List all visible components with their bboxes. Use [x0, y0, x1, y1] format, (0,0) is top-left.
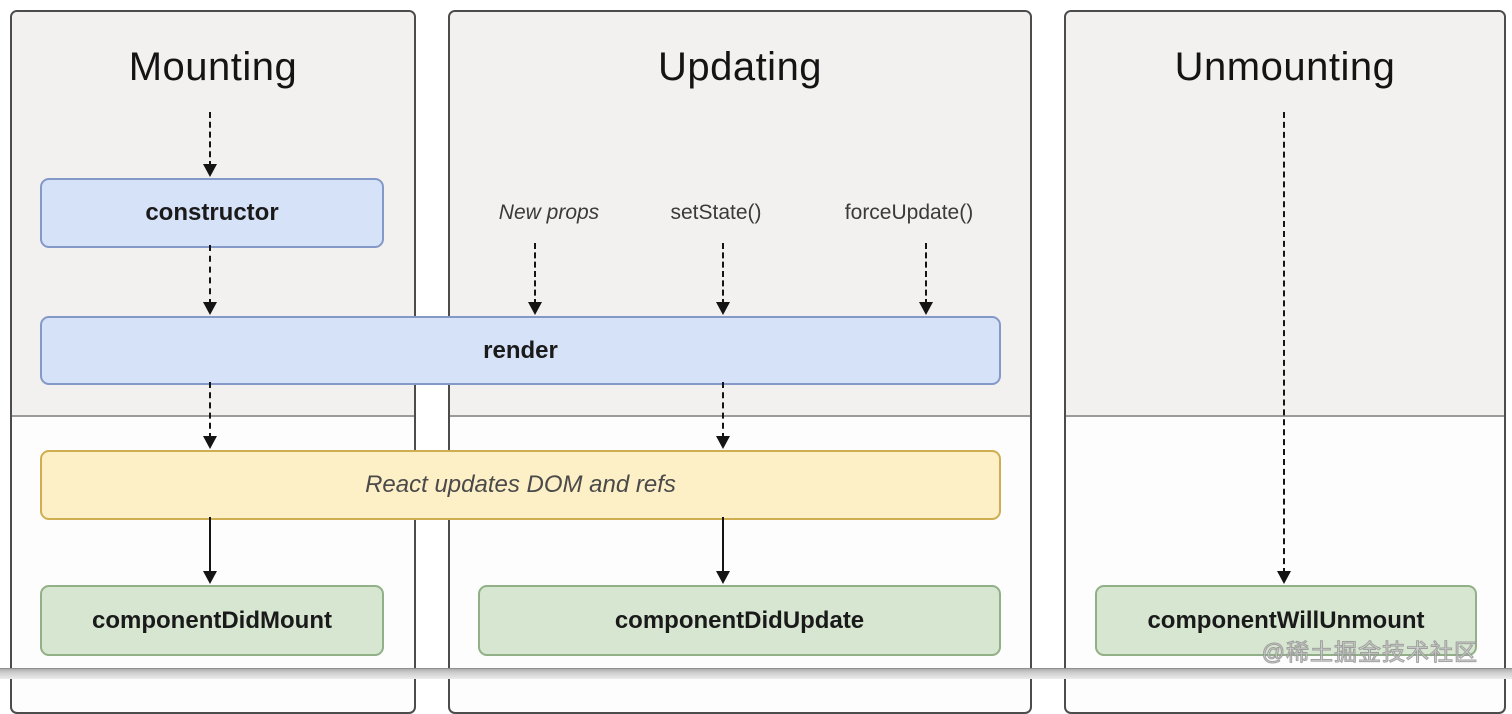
bottom-crop-strip	[0, 668, 1512, 679]
arrow-constructor-to-render	[203, 245, 217, 315]
arrowhead-icon	[716, 571, 730, 584]
arrow-unmounting-to-will-unmount	[1277, 112, 1291, 584]
trigger-label-set-state: setState()	[670, 201, 762, 224]
panel-title-mounting: Mounting	[128, 45, 298, 89]
arrowhead-icon	[716, 436, 730, 449]
arrowhead-icon	[203, 302, 217, 315]
constructor-box: constructor	[40, 178, 384, 248]
arrowhead-icon	[1277, 571, 1291, 584]
juejin-watermark: @稀土掘金技术社区	[1261, 639, 1478, 666]
arrowhead-icon	[716, 302, 730, 315]
react-lifecycle-diagram: Mounting Updating Unmounting New props s…	[0, 10, 1512, 714]
arrow-render-to-react-updates-updating	[716, 382, 730, 449]
component-did-update-box: componentDidUpdate	[478, 585, 1001, 656]
arrow-set-state-to-render	[716, 243, 730, 315]
arrow-render-to-react-updates-mounting	[203, 382, 217, 449]
arrow-new-props-to-render	[528, 243, 542, 315]
arrowhead-icon	[528, 302, 542, 315]
render-box: render	[40, 316, 1001, 385]
arrowhead-icon	[203, 164, 217, 177]
arrow-mounting-to-constructor	[203, 112, 217, 177]
component-did-mount-box: componentDidMount	[40, 585, 384, 656]
arrow-force-update-to-render	[919, 243, 933, 315]
arrowhead-icon	[919, 302, 933, 315]
arrow-react-updates-to-did-update	[716, 517, 730, 584]
panel-title-updating: Updating	[657, 45, 823, 89]
arrowhead-icon	[203, 436, 217, 449]
trigger-label-new-props: New props	[498, 201, 600, 224]
panel-title-unmounting: Unmounting	[1174, 45, 1396, 89]
react-updates-dom-box: React updates DOM and refs	[40, 450, 1001, 520]
unmounting-render-phase-area	[1066, 12, 1504, 417]
trigger-label-force-update: forceUpdate()	[844, 201, 974, 224]
arrowhead-icon	[203, 571, 217, 584]
component-will-unmount-box: componentWillUnmount	[1095, 585, 1477, 656]
arrow-react-updates-to-did-mount	[203, 517, 217, 584]
